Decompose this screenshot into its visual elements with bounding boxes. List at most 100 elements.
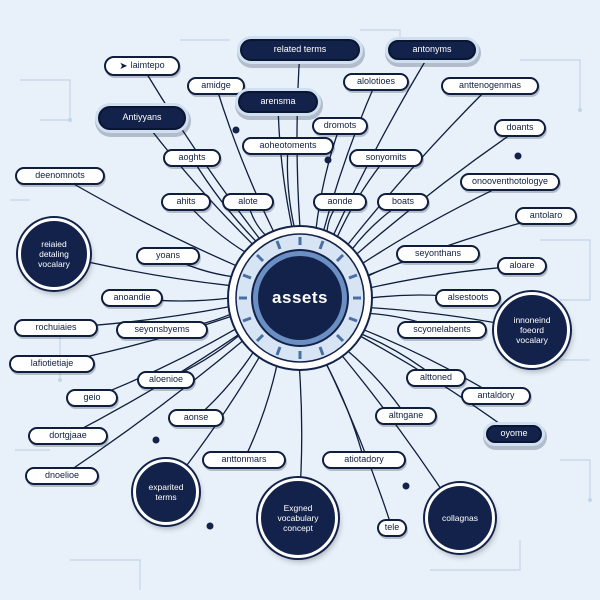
term-node[interactable]: anttenogenmas xyxy=(441,77,539,95)
term-node[interactable]: deenomnots xyxy=(15,167,105,185)
connector-line xyxy=(286,145,296,229)
connector-line xyxy=(332,49,433,237)
term-label: lafiotietiaje xyxy=(30,358,74,369)
term-label: amidge xyxy=(201,80,231,91)
term-node[interactable]: antonyms xyxy=(388,40,476,60)
term-label: aonde xyxy=(327,196,353,207)
concept-circle[interactable]: Exgned vocabulary concept xyxy=(258,478,338,558)
term-node[interactable]: scyonelabents xyxy=(397,321,487,339)
term-node[interactable]: ahits xyxy=(161,193,211,211)
term-label: aonse xyxy=(183,412,209,423)
term-node[interactable]: aonse xyxy=(168,409,224,427)
term-node[interactable]: ➤laimtepo xyxy=(104,56,180,76)
term-label: aloenioe xyxy=(148,374,184,385)
term-node[interactable]: Antiyyans xyxy=(98,106,186,130)
connector-pin-icon xyxy=(232,126,240,134)
term-label: seyonthans xyxy=(414,248,462,259)
term-node[interactable]: lafiotietiaje xyxy=(9,355,95,373)
term-label: tele xyxy=(384,522,400,533)
concept-label: reiaied detaling vocalary xyxy=(38,238,70,270)
connector-pin-icon xyxy=(402,482,410,490)
term-node[interactable]: alolotioes xyxy=(343,73,409,91)
term-label: ahits xyxy=(176,196,196,207)
connector-pin-icon xyxy=(152,436,160,444)
term-label: oyome xyxy=(500,428,528,439)
connector-line xyxy=(277,101,293,229)
term-node[interactable]: dromots xyxy=(312,117,368,135)
concept-circle[interactable]: collagnas xyxy=(425,483,495,553)
term-node[interactable]: tele xyxy=(377,519,407,537)
center-hub[interactable]: assets xyxy=(225,223,375,373)
concept-circle[interactable]: reiaied detaling vocalary xyxy=(18,218,90,290)
term-label: alsestoots xyxy=(447,292,489,303)
term-node[interactable]: aloare xyxy=(497,257,547,275)
connector-line xyxy=(243,364,278,461)
term-label: aoghts xyxy=(178,152,206,163)
term-label: yoans xyxy=(155,250,181,261)
term-label: alote xyxy=(238,196,258,207)
term-node[interactable]: anttonmars xyxy=(202,451,286,469)
term-label: aoheotoments xyxy=(259,140,317,151)
term-node[interactable]: boats xyxy=(377,193,429,211)
term-node[interactable]: geio xyxy=(66,389,118,407)
term-node[interactable]: oyome xyxy=(486,425,542,443)
connector-pin-icon xyxy=(324,156,332,164)
term-label: antolaro xyxy=(529,210,563,221)
term-label: Antiyyans xyxy=(122,112,162,123)
term-node[interactable]: alsestoots xyxy=(435,289,501,307)
term-label: antonyms xyxy=(412,44,452,55)
term-label: scyonelabents xyxy=(413,324,471,335)
concept-label: exparited terms xyxy=(148,481,184,502)
term-node[interactable]: aonde xyxy=(313,193,367,211)
concept-label: Exgned vocabulary concept xyxy=(277,502,319,534)
term-node[interactable]: rochuiaies xyxy=(14,319,98,337)
connector-line xyxy=(61,339,245,477)
term-node[interactable]: atiotadory xyxy=(322,451,406,469)
term-node[interactable]: dortgjaae xyxy=(28,427,108,445)
term-node[interactable]: dnoelioe xyxy=(25,467,99,485)
connector-line xyxy=(325,362,393,529)
term-label: anttonmars xyxy=(221,454,267,465)
term-label: deenomnots xyxy=(35,170,85,181)
connector-line xyxy=(354,127,521,256)
term-label: dnoelioe xyxy=(44,470,80,481)
term-node[interactable]: anoandie xyxy=(101,289,163,307)
term-label: laimtepo xyxy=(130,60,165,71)
term-label: onooventhotologye xyxy=(471,176,549,187)
concept-label: collagnas xyxy=(442,512,478,523)
term-node[interactable]: altngane xyxy=(375,407,437,425)
term-node[interactable]: seyonthans xyxy=(396,245,480,263)
term-node[interactable]: onooventhotologye xyxy=(460,173,560,191)
connector-line xyxy=(141,117,255,246)
term-node[interactable]: alttoned xyxy=(406,369,466,387)
term-node[interactable]: alote xyxy=(222,193,274,211)
term-node[interactable]: related terms xyxy=(240,39,360,61)
term-node[interactable]: doants xyxy=(494,119,546,137)
connector-line xyxy=(215,85,275,234)
connector-line xyxy=(322,81,377,233)
connector-pin-icon xyxy=(206,522,214,530)
term-node[interactable]: sonyomits xyxy=(349,149,423,167)
term-label: aloare xyxy=(509,260,535,271)
term-label: alolotioes xyxy=(356,76,396,87)
term-node[interactable]: aoheotoments xyxy=(242,137,334,155)
connector-pin-icon xyxy=(514,152,522,160)
term-node[interactable]: seyonsbyems xyxy=(116,321,208,339)
marker-icon: ➤ xyxy=(119,60,128,72)
term-node[interactable]: antaldory xyxy=(461,387,531,405)
term-node[interactable]: antolaro xyxy=(515,207,577,225)
term-node[interactable]: yoans xyxy=(136,247,200,265)
connector-line xyxy=(325,362,365,461)
term-node[interactable]: aloenioe xyxy=(137,371,195,389)
term-node[interactable]: arensma xyxy=(238,91,318,113)
concept-circle[interactable]: exparited terms xyxy=(133,459,199,525)
term-label: dromots xyxy=(323,120,357,131)
term-node[interactable]: aoghts xyxy=(163,149,221,167)
term-label: altngane xyxy=(388,410,424,421)
term-label: atiotadory xyxy=(344,454,384,465)
term-label: dortgjaae xyxy=(49,430,87,441)
hub-ring-icon xyxy=(227,225,373,371)
concept-circle[interactable]: innoneind foeord vocalary xyxy=(494,292,570,368)
center-label: assets xyxy=(272,288,328,307)
term-node[interactable]: amidge xyxy=(187,77,245,95)
